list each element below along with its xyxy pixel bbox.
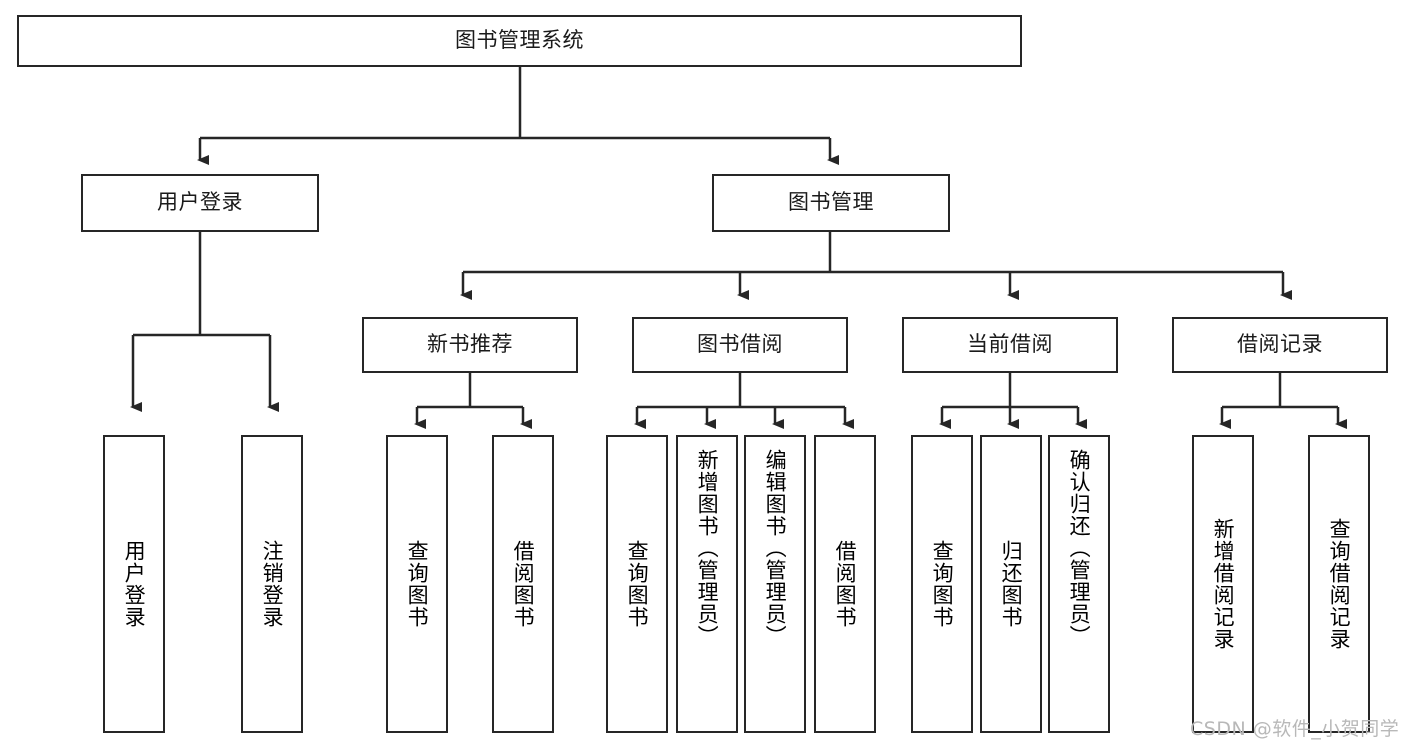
node-book-manage-label: 图书管理 bbox=[788, 190, 874, 215]
node-user-login[interactable]: 用户登录 bbox=[81, 174, 319, 232]
leaf-borrow-book-1-label: 借阅图书 bbox=[511, 540, 536, 628]
leaf-query-book-2-label: 查询图书 bbox=[625, 540, 650, 628]
leaf-query-book-1[interactable]: 查询图书 bbox=[386, 435, 448, 733]
node-borrow-record[interactable]: 借阅记录 bbox=[1172, 317, 1388, 373]
node-user-login-label: 用户登录 bbox=[157, 190, 243, 215]
leaf-query-book-3-label: 查询图书 bbox=[930, 540, 955, 628]
node-new-book-rec[interactable]: 新书推荐 bbox=[362, 317, 578, 373]
leaf-return-book-label: 归还图书 bbox=[999, 540, 1024, 628]
leaf-query-book-1-label: 查询图书 bbox=[405, 540, 430, 628]
node-root-label: 图书管理系统 bbox=[455, 28, 584, 53]
leaf-query-record-label: 查询借阅记录 bbox=[1327, 518, 1352, 650]
node-borrow-record-label: 借阅记录 bbox=[1237, 332, 1323, 357]
leaf-query-book-2[interactable]: 查询图书 bbox=[606, 435, 668, 733]
leaf-return-book[interactable]: 归还图书 bbox=[980, 435, 1042, 733]
leaf-query-record[interactable]: 查询借阅记录 bbox=[1308, 435, 1370, 733]
leaf-user-logout-label: 注销登录 bbox=[260, 540, 285, 628]
leaf-borrow-book-2-label: 借阅图书 bbox=[833, 540, 858, 628]
leaf-confirm-return-label: 确认归还（管理员） bbox=[1067, 449, 1092, 647]
node-book-borrow[interactable]: 图书借阅 bbox=[632, 317, 848, 373]
node-book-manage[interactable]: 图书管理 bbox=[712, 174, 950, 232]
node-new-book-rec-label: 新书推荐 bbox=[427, 332, 513, 357]
leaf-edit-book-label: 编辑图书（管理员） bbox=[763, 449, 788, 647]
leaf-add-record[interactable]: 新增借阅记录 bbox=[1192, 435, 1254, 733]
leaf-borrow-book-2[interactable]: 借阅图书 bbox=[814, 435, 876, 733]
leaf-user-login-label: 用户登录 bbox=[122, 540, 147, 628]
leaf-add-record-label: 新增借阅记录 bbox=[1211, 518, 1236, 650]
leaf-edit-book[interactable]: 编辑图书（管理员） bbox=[744, 435, 806, 733]
node-book-borrow-label: 图书借阅 bbox=[697, 332, 783, 357]
leaf-add-book-label: 新增图书（管理员） bbox=[695, 449, 720, 647]
node-current-borrow-label: 当前借阅 bbox=[967, 332, 1053, 357]
node-root[interactable]: 图书管理系统 bbox=[17, 15, 1022, 67]
leaf-add-book[interactable]: 新增图书（管理员） bbox=[676, 435, 738, 733]
leaf-query-book-3[interactable]: 查询图书 bbox=[911, 435, 973, 733]
node-current-borrow[interactable]: 当前借阅 bbox=[902, 317, 1118, 373]
leaf-borrow-book-1[interactable]: 借阅图书 bbox=[492, 435, 554, 733]
leaf-confirm-return[interactable]: 确认归还（管理员） bbox=[1048, 435, 1110, 733]
leaf-user-login[interactable]: 用户登录 bbox=[103, 435, 165, 733]
leaf-user-logout[interactable]: 注销登录 bbox=[241, 435, 303, 733]
